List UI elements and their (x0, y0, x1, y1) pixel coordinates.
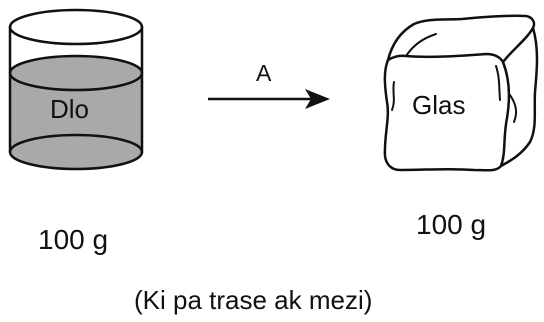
ice-mass-label: 100 g (416, 209, 487, 240)
caption: (Ki pa trase ak mezi) (134, 285, 373, 315)
arrow-label: A (256, 60, 272, 86)
water-body (10, 73, 142, 169)
water-label: Dlo (50, 94, 90, 124)
ice-inner-edge-left (391, 81, 395, 111)
ice-label: Glas (412, 90, 466, 120)
water-surface (8, 54, 144, 92)
ice-inner-edge-side (509, 94, 518, 123)
ice-inner-edge-top (405, 33, 437, 57)
ice-cube-icon (383, 14, 539, 172)
water-mass-label: 100 g (38, 224, 109, 255)
ice-top-face (386, 14, 536, 64)
ice-inner-edge-front (495, 65, 501, 101)
beaker-of-water-icon (8, 8, 144, 171)
ice-side-face (499, 26, 539, 168)
beaker-bottom (8, 133, 144, 171)
right-arrow-icon (208, 89, 330, 109)
beaker-rim (8, 8, 144, 46)
